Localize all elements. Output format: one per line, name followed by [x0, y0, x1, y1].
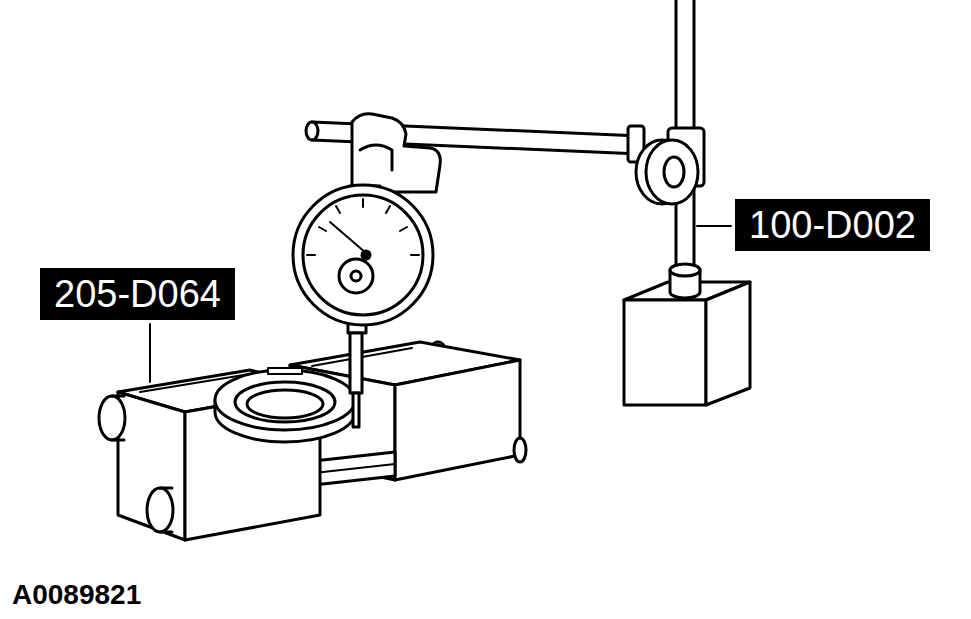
indicator-stem: [350, 333, 362, 427]
dial-gauge: [293, 185, 433, 333]
leader-line: [150, 226, 731, 382]
tool-number: 205-D064: [40, 268, 235, 320]
tool-number: 100-D002: [735, 199, 930, 251]
bearing-race: [215, 368, 355, 442]
figure-number: A0089821: [12, 578, 141, 612]
post-clamp: [628, 126, 704, 204]
magnetic-base: [624, 282, 750, 405]
